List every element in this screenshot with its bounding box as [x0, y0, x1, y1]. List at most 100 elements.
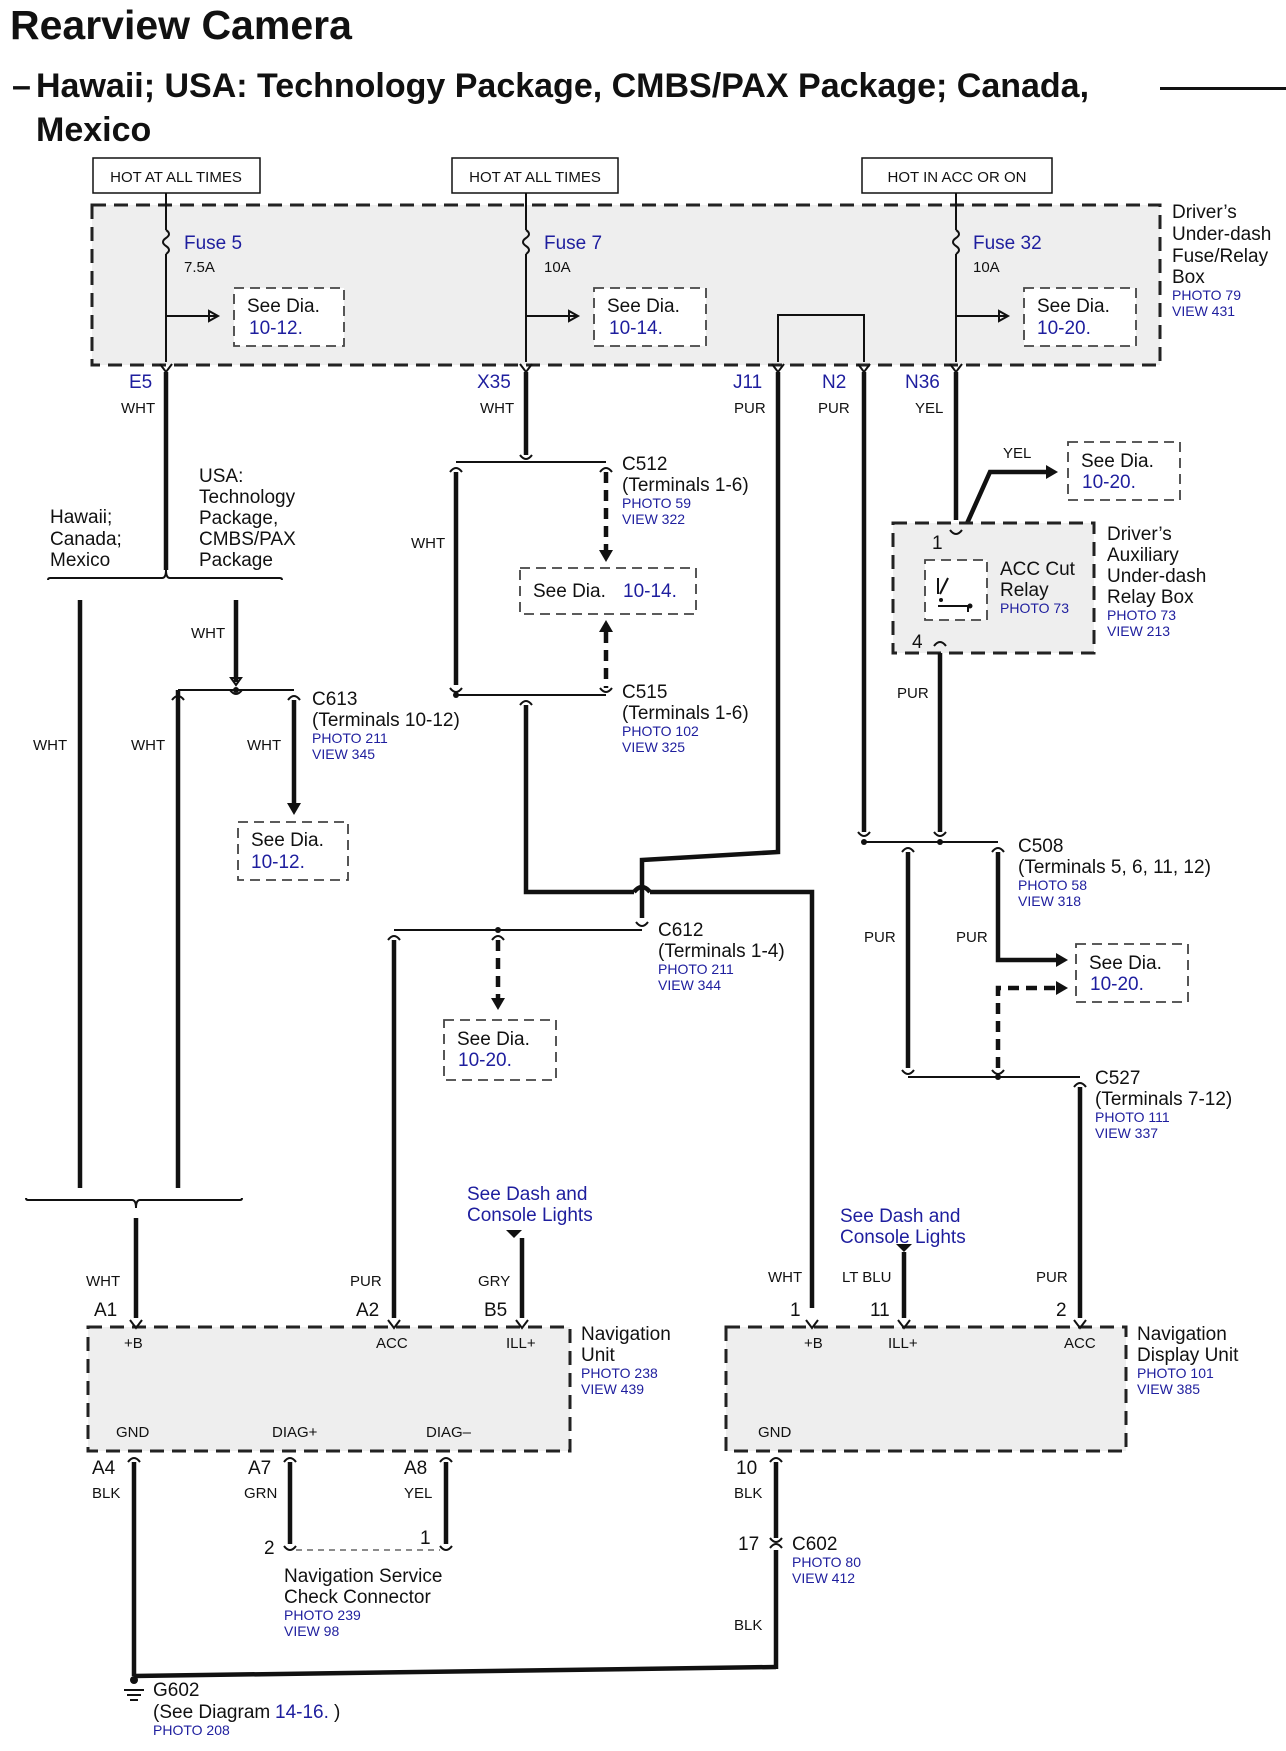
fuse-32: Fuse 32 10A See Dia. 10-20. — [952, 193, 1137, 362]
diagram-mark — [995, 1074, 1001, 1080]
diagram-label: C527 — [1095, 1068, 1140, 1089]
nav-unit-label: Navigation Unit PHOTO 238 VIEW 439 — [581, 1324, 671, 1397]
diagram-label: See Dia. — [251, 830, 324, 851]
diagram-label: GRY — [478, 1273, 510, 1290]
diagram-label: 10-20. — [1082, 472, 1136, 493]
diagram-mark — [568, 309, 581, 323]
wire-segment — [523, 705, 634, 895]
diagram-label: (Terminals 7-12) — [1095, 1089, 1232, 1110]
diagram-label: Display Unit — [1137, 1345, 1239, 1366]
diagram-label: PHOTO 211 — [658, 961, 734, 977]
fuse-5-icon — [162, 229, 170, 255]
diagram-label: Hawaii; — [50, 507, 112, 528]
diagram-label: VIEW 439 — [581, 1381, 644, 1397]
c527-label: C527 (Terminals 7-12) PHOTO 111 VIEW 337 — [1095, 1068, 1232, 1141]
c512-label: C512 (Terminals 1-6) PHOTO 59 VIEW 322 — [622, 454, 749, 527]
diagram-label: Relay — [1000, 580, 1049, 601]
diagram-label: WHT — [121, 400, 155, 417]
diagram-label: Fuse/Relay — [1172, 246, 1269, 267]
diagram-label: (See Diagram — [153, 1702, 270, 1723]
diagram-mark — [287, 695, 301, 701]
c613-label: C613 (Terminals 10-12) PHOTO 211 VIEW 34… — [312, 689, 460, 762]
diagram-label: (Terminals 1-6) — [622, 475, 749, 496]
diagram-mark — [233, 687, 239, 693]
diagram-mark — [449, 467, 463, 473]
diagram-label: WHT — [247, 737, 281, 754]
diagram-box — [237, 821, 349, 881]
fuse-7-icon — [522, 229, 530, 255]
diagram-label: Auxiliary — [1107, 545, 1179, 566]
terminal-n2: N2 — [822, 372, 846, 393]
diagram-label: C612 — [658, 920, 703, 941]
diagram-label: VIEW 98 — [284, 1623, 339, 1639]
fuse-7-see: See Dia. — [607, 296, 680, 317]
fusebox-label: Driver’s Under-dash Fuse/Relay Box PHOTO… — [1172, 202, 1271, 319]
diagram-mark — [897, 1319, 911, 1330]
diagram-mark — [1073, 1319, 1087, 1330]
terminal-j11: J11 — [733, 372, 762, 393]
diagram-label: A2 — [356, 1300, 379, 1321]
acc-cut-relay-label: ACC Cut Relay PHOTO 73 — [1000, 559, 1076, 616]
diagram-label: PHOTO 211 — [312, 730, 388, 746]
diagram-mark — [287, 803, 301, 815]
diagram-mark — [769, 1537, 783, 1543]
diagram-mark — [933, 831, 947, 837]
fuse-5-see: See Dia. — [247, 296, 320, 317]
diagram-label: DIAG– — [426, 1424, 472, 1441]
diagram-label: VIEW 325 — [622, 739, 685, 755]
diagram-mark — [129, 1319, 143, 1330]
diagram-label: VIEW 412 — [792, 1570, 855, 1586]
diagram-label: BLK — [92, 1485, 120, 1502]
diagram-mark — [901, 1069, 915, 1075]
diagram-mark — [1046, 465, 1058, 479]
diagram-label: Driver’s — [1172, 202, 1237, 223]
diagram-label: PHOTO 73 — [1107, 607, 1176, 623]
diagram-mark — [857, 831, 871, 837]
diagram-label: WHT — [191, 625, 225, 642]
diagram-label: BLK — [734, 1617, 762, 1634]
diagram-label: PUR — [956, 929, 988, 946]
subtitle-dash: – — [12, 67, 31, 105]
diagram-mark — [599, 620, 613, 632]
branch-left-label: Hawaii; Canada; Mexico — [50, 507, 122, 571]
diagram-label: VIEW 213 — [1107, 623, 1170, 639]
aux-relay-box-label: Driver’s Auxiliary Under-dash Relay Box … — [1107, 524, 1206, 639]
diagram-label: 2 — [1056, 1300, 1067, 1321]
diagram-label: Driver’s — [1107, 524, 1172, 545]
c602-label: C602 PHOTO 80 VIEW 412 — [792, 1534, 861, 1586]
dash-lights-ref-1: See Dash and Console Lights — [467, 1184, 593, 1226]
diagram-label: ACC — [376, 1335, 408, 1352]
diagram-mark — [515, 1319, 529, 1330]
diagram-label: Relay Box — [1107, 587, 1194, 608]
diagram-mark — [439, 1545, 453, 1551]
g602-label: G602 (See Diagram 14-16. ) PHOTO 208 — [153, 1680, 340, 1738]
diagram-box — [1023, 287, 1137, 347]
diagram-mark — [229, 677, 243, 687]
diagram-label: ) — [334, 1702, 340, 1723]
diagram-mark — [1073, 1082, 1087, 1088]
diagram-label: 17 — [738, 1534, 759, 1555]
diagram-mark — [769, 1543, 783, 1549]
diagram-label: PHOTO 80 — [792, 1554, 861, 1570]
diagram-mark — [861, 839, 867, 845]
diagram-box — [593, 287, 707, 347]
diagram-mark — [127, 1457, 141, 1463]
diagram-label: +B — [804, 1335, 823, 1352]
diagram-label: PUR — [734, 400, 766, 417]
diagram-label: Navigation — [581, 1324, 671, 1345]
diagram-label: PUR — [897, 685, 929, 702]
diagram-label: USA: — [199, 466, 243, 487]
diagram-mark — [599, 550, 613, 562]
diagram-mark — [453, 692, 459, 698]
diagram-mark — [208, 309, 221, 323]
fuse-7-name: Fuse 7 — [544, 233, 602, 254]
diagram-label: See Dia. — [457, 1029, 530, 1050]
diagram-mark — [939, 598, 943, 602]
diagram-label: PHOTO 111 — [1095, 1109, 1170, 1125]
diagram-mark — [599, 467, 613, 473]
subtitle-rule — [1160, 87, 1286, 90]
diagram-label: Package, — [199, 508, 278, 529]
diagram-label: GND — [116, 1424, 150, 1441]
diagram-label: VIEW 345 — [312, 746, 375, 762]
